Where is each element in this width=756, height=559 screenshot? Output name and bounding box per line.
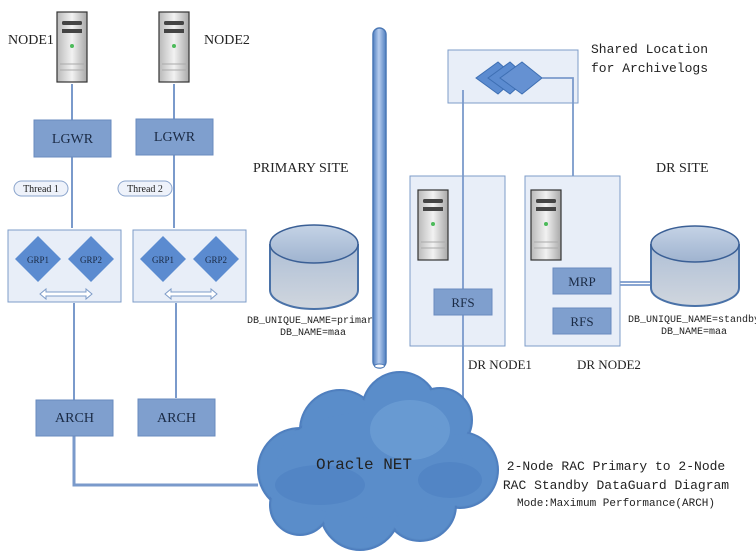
db-unique-name: DB_UNIQUE_NAME=primary [247, 315, 379, 327]
server-icon [56, 11, 88, 83]
rfs-label: RFS [570, 314, 593, 329]
server-icon [417, 189, 449, 261]
node-label: NODE1 [8, 33, 54, 48]
rfs-process [433, 288, 493, 316]
diagram-title: 2-Node RAC Primary to 2-Node RAC Standby… [503, 459, 729, 510]
title-line1: 2-Node RAC Primary to 2-Node [507, 459, 725, 474]
lgwr-process [33, 119, 112, 158]
redo-group-label: GRP1 [27, 255, 49, 265]
dr-site-label: DR SITE [656, 161, 709, 176]
server-icon [530, 189, 562, 261]
arch-label: ARCH [157, 411, 196, 426]
redo-group-diamond [193, 236, 239, 282]
mrp-label: MRP [568, 274, 595, 289]
rfs-process [552, 307, 612, 335]
dr-node-label: DR NODE1 [468, 357, 532, 372]
lgwr-label: LGWR [154, 130, 196, 145]
redo-group-diamond [15, 236, 61, 282]
mrp-process [552, 267, 612, 295]
network-label: Oracle NET [316, 456, 412, 474]
oracle-net-cloud: Oracle NET [257, 371, 499, 551]
redo-group-diamond [140, 236, 186, 282]
arch-label: ARCH [55, 411, 94, 426]
shared-label-line1: Shared Location [591, 42, 708, 57]
primary-site-label: PRIMARY SITE [253, 161, 349, 176]
db-unique-name: DB_UNIQUE_NAME=standby [628, 314, 756, 326]
primary-node-1: NODE1 LGWR Thread 1 GRP1 GRP2 ARCH [7, 11, 122, 437]
title-line3: Mode:Maximum Performance(ARCH) [517, 498, 715, 510]
switch-arrow-icon [164, 287, 218, 301]
archivelog-diamond [499, 61, 543, 95]
redo-group-label: GRP2 [80, 255, 102, 265]
primary-links [71, 84, 258, 487]
dr-node-label: DR NODE2 [577, 357, 641, 372]
thread-label: Thread 1 [23, 184, 59, 195]
rfs-label: RFS [451, 295, 474, 310]
thread-badge [117, 180, 173, 197]
standby-database: DB_UNIQUE_NAME=standby DB_NAME=maa [628, 225, 756, 338]
node-label: NODE2 [204, 33, 250, 48]
redo-group-label: GRP2 [205, 255, 227, 265]
arch-process [35, 399, 114, 437]
switch-arrow-icon [39, 287, 93, 301]
db-name: DB_NAME=maa [661, 327, 727, 338]
db-name: DB_NAME=maa [280, 328, 346, 339]
redo-group-label: GRP1 [152, 255, 174, 265]
lgwr-process [135, 118, 214, 156]
redo-group-diamond [68, 236, 114, 282]
site-divider-pipe [372, 27, 387, 369]
shared-archivelog-location: Shared Location for Archivelogs [447, 42, 708, 104]
primary-node-2: NODE2 LGWR Thread 2 GRP1 GRP2 ARCH [117, 11, 250, 437]
primary-database: DB_UNIQUE_NAME=primary DB_NAME=maa [247, 224, 379, 339]
title-line2: RAC Standby DataGuard Diagram [503, 478, 729, 493]
lgwr-label: LGWR [52, 132, 94, 147]
dr-node-2: MRP RFS DR NODE2 [524, 175, 641, 372]
server-icon [158, 11, 190, 83]
shared-label-line2: for Archivelogs [591, 61, 708, 76]
thread-label: Thread 2 [127, 184, 163, 195]
arch-process [137, 398, 216, 437]
thread-badge [13, 180, 69, 197]
dr-node-1: RFS DR NODE1 [409, 175, 532, 430]
